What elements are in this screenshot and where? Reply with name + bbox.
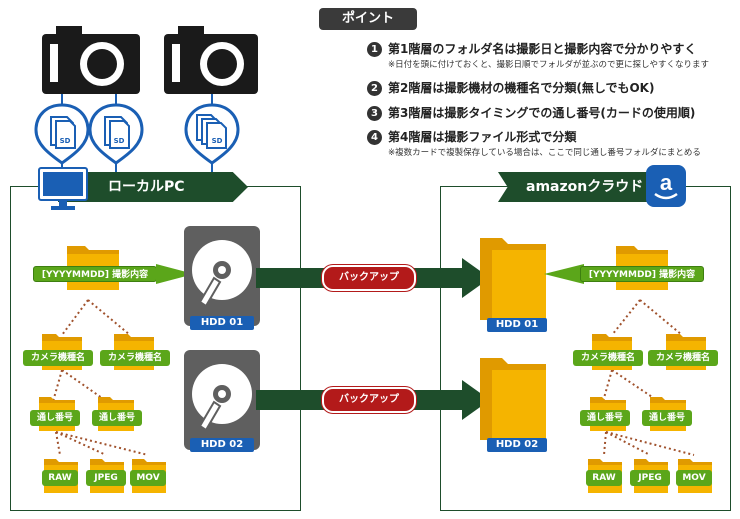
folder-label-serial: 通し番号 [642, 410, 692, 426]
folder-label-camera: カメラ機種名 [573, 350, 643, 366]
camera-icon [164, 26, 258, 94]
backup-badge: バックアップ [322, 265, 416, 291]
pointer-arrow-icon [156, 264, 194, 284]
sd-label: SD [60, 137, 71, 145]
point-title: ポイント [319, 8, 417, 30]
point-note: ※日付を頭に付けておくと、撮影日順でフォルダが並ぶので更に探しやすくなります [388, 60, 709, 70]
folder-label-camera: カメラ機種名 [23, 350, 93, 366]
folder-label-serial: 通し番号 [92, 410, 142, 426]
arrow-head-icon [462, 380, 490, 420]
point-4: 4 第4階層は撮影ファイル形式で分類 [367, 128, 576, 145]
folder-label-top: [YYYYMMDD] 撮影内容 [580, 266, 704, 282]
hdd-label: HDD 01 [190, 316, 254, 330]
sd-label: SD [212, 137, 223, 145]
point-2: 2 第2階層は撮影機材の機種名で分類(無しでもOK) [367, 79, 654, 96]
cloud-banner: amazonクラウド [498, 172, 658, 202]
folder-icon [480, 238, 546, 320]
point-1: 1 第1階層のフォルダ名は撮影日と撮影内容で分かりやすく [367, 40, 696, 57]
sd-label: SD [114, 137, 125, 145]
folder-label-format: MOV [676, 470, 712, 486]
backup-badge: バックアップ [322, 387, 416, 413]
sd-card-icon: SD [184, 103, 240, 165]
hdd-icon [184, 226, 260, 326]
point-number: 3 [367, 106, 382, 121]
folder-label-format: RAW [42, 470, 78, 486]
folder-label-format: MOV [130, 470, 166, 486]
sd-card-icon: SD [88, 103, 144, 165]
point-text: 第2階層は撮影機材の機種名で分類(無しでもOK) [388, 81, 655, 95]
monitor-icon [38, 167, 88, 210]
folder-label-format: JPEG [86, 470, 126, 486]
folder-label-camera: カメラ機種名 [100, 350, 170, 366]
local-pc-title: ローカルPC [108, 179, 185, 195]
pointer-arrow-icon [544, 264, 584, 284]
folder-icon [480, 358, 546, 440]
sd-card-icon: SD [34, 103, 90, 165]
arrow-head-icon [462, 258, 490, 298]
point-number: 4 [367, 130, 382, 145]
point-text: 第4階層は撮影ファイル形式で分類 [388, 130, 577, 144]
local-pc-banner: ローカルPC [58, 172, 248, 202]
hdd-label: HDD 01 [487, 318, 547, 332]
camera-icon [42, 26, 140, 94]
folder-label-camera: カメラ機種名 [648, 350, 718, 366]
folder-label-format: RAW [586, 470, 622, 486]
point-text: 第3階層は撮影タイミングでの通し番号(カードの使用順) [388, 106, 696, 120]
amazon-logo-icon: a [646, 165, 686, 207]
point-number: 1 [367, 42, 382, 57]
point-number: 2 [367, 81, 382, 96]
hdd-label: HDD 02 [190, 438, 254, 452]
hdd-label: HDD 02 [487, 438, 547, 452]
point-note: ※複数カードで複製保存している場合は、ここで同じ通し番号フォルダにまとめる [388, 148, 701, 158]
folder-label-serial: 通し番号 [580, 410, 630, 426]
point-3: 3 第3階層は撮影タイミングでの通し番号(カードの使用順) [367, 104, 695, 121]
amazon-logo-letter: a [660, 170, 673, 195]
folder-label-format: JPEG [630, 470, 670, 486]
folder-label-top: [YYYYMMDD] 撮影内容 [33, 266, 157, 282]
point-text: 第1階層のフォルダ名は撮影日と撮影内容で分かりやすく [388, 42, 697, 56]
cloud-title: amazonクラウド [526, 179, 644, 195]
folder-label-serial: 通し番号 [30, 410, 80, 426]
hdd-icon [184, 350, 260, 450]
